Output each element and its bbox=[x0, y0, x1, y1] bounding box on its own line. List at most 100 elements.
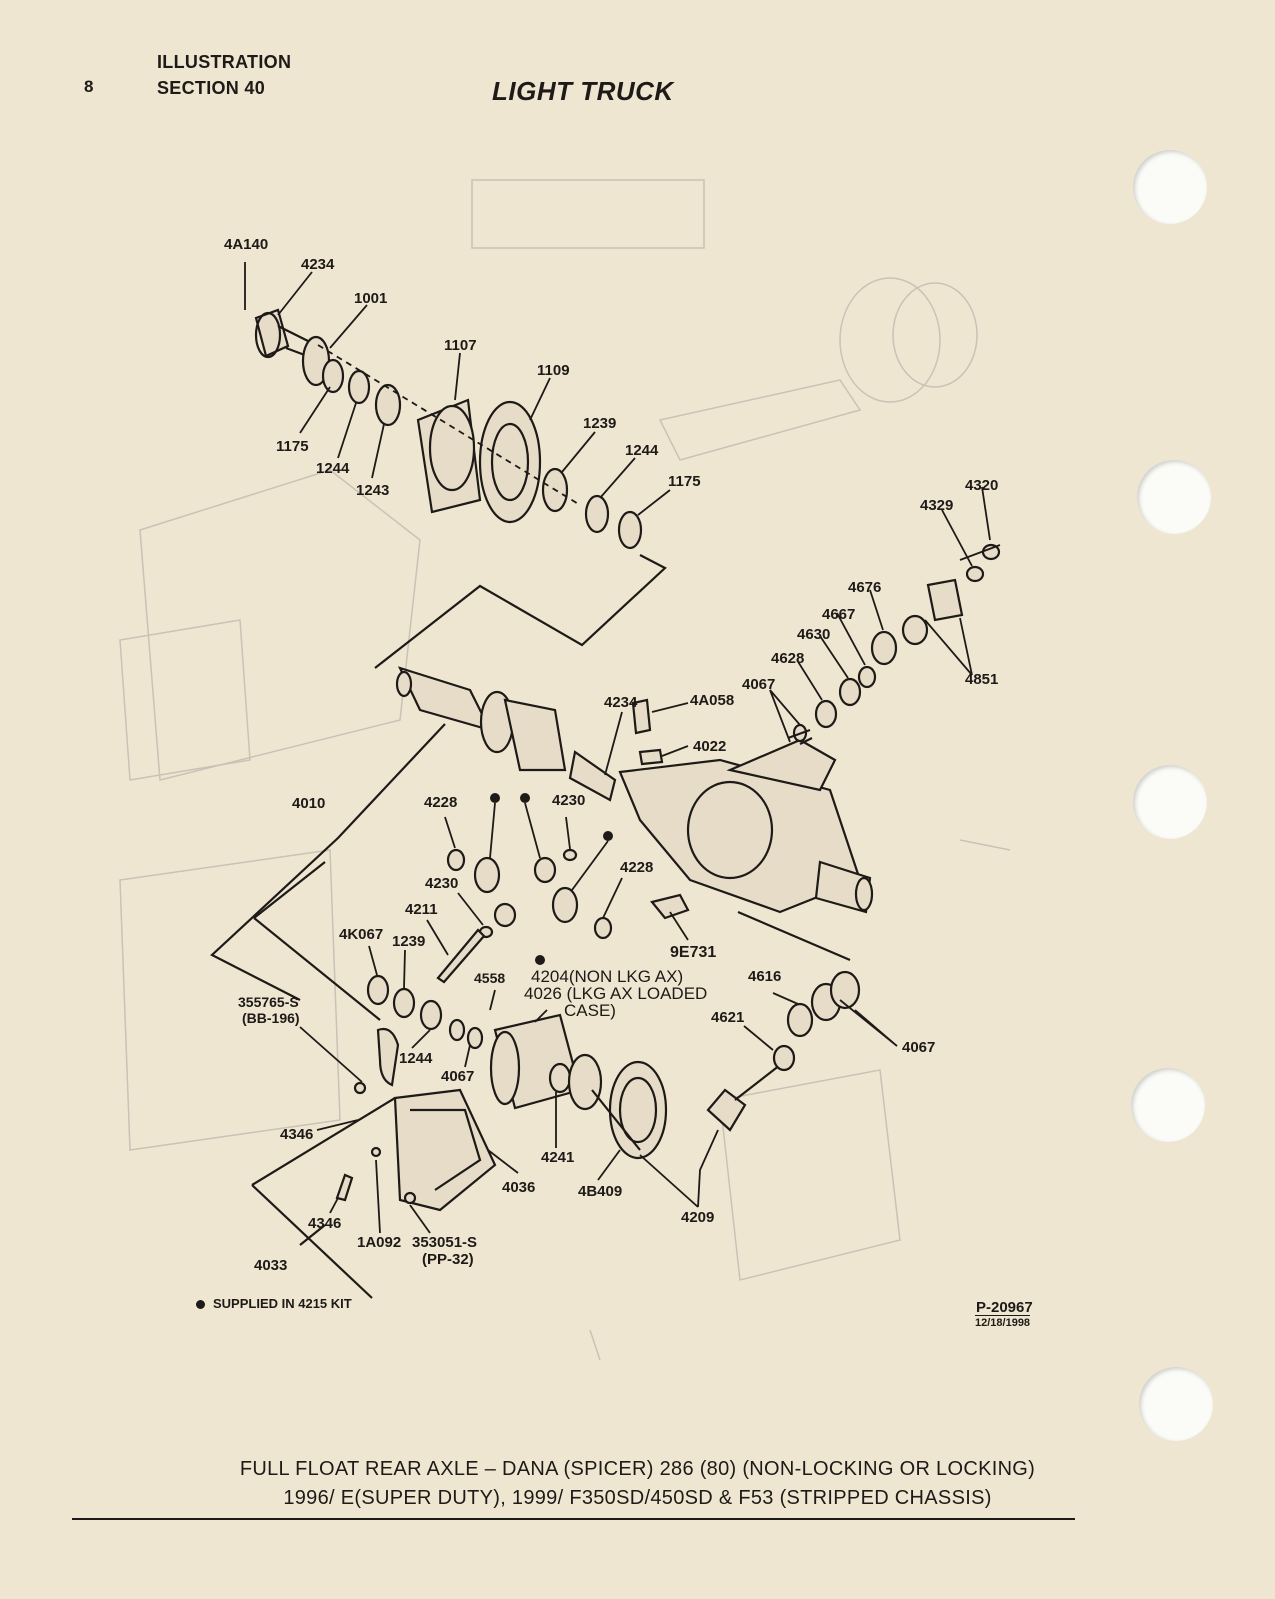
lock-9E731 bbox=[650, 893, 690, 920]
callout-4067-top: 4067 bbox=[742, 676, 775, 693]
callout-4628: 4628 bbox=[771, 650, 804, 667]
callout-4616: 4616 bbox=[748, 968, 781, 985]
caption-line2: 1996/ E(SUPER DUTY), 1999/ F350SD/450SD … bbox=[283, 1487, 992, 1509]
washer-4329 bbox=[965, 565, 985, 583]
leader-lines bbox=[244, 262, 991, 1234]
page-number: 8 bbox=[84, 77, 94, 96]
differential-gears bbox=[436, 793, 690, 984]
callout-1A092: 1A092 bbox=[357, 1234, 401, 1251]
callout-4329: 4329 bbox=[920, 497, 953, 514]
callout-1239-low: 1239 bbox=[392, 933, 425, 950]
callout-1244-left: 1244 bbox=[316, 460, 350, 477]
callout-353051-line1: 353051-S bbox=[412, 1234, 477, 1251]
callout-355765-line2: (BB-196) bbox=[242, 1010, 300, 1026]
callout-4851: 4851 bbox=[965, 671, 998, 688]
callout-4209: 4209 bbox=[681, 1209, 714, 1226]
bearing-4630 bbox=[838, 677, 862, 707]
axle-housing bbox=[395, 666, 874, 914]
callout-4A140: 4A140 bbox=[224, 236, 268, 253]
deflector-4676 bbox=[870, 630, 898, 666]
bearing-1244-outer bbox=[584, 494, 610, 534]
caption-rule bbox=[72, 1518, 1075, 1520]
bearing-4621 bbox=[772, 1044, 796, 1072]
callout-4230-mid: 4230 bbox=[425, 875, 458, 892]
callout-4228-right: 4228 bbox=[620, 859, 653, 876]
callout-labels: 4A140 4234 1001 1107 1109 1175 1244 1243… bbox=[224, 236, 998, 1274]
assembly-brackets bbox=[210, 554, 851, 1299]
callout-355765-line1: 355765-S bbox=[238, 994, 299, 1010]
pinion-shaft-4211 bbox=[436, 928, 486, 984]
carrier-assembly bbox=[335, 970, 861, 1212]
seal-1175-outer bbox=[617, 510, 643, 550]
bearing-1244 bbox=[347, 369, 371, 405]
callout-4630: 4630 bbox=[797, 626, 830, 643]
washer-4230-top bbox=[562, 848, 578, 862]
shim-4067-a bbox=[448, 1018, 466, 1042]
callout-4026-line1: 4026 (LKG AX LOADED bbox=[524, 984, 707, 1003]
washer-4228-right bbox=[593, 916, 613, 940]
callout-1175-right: 1175 bbox=[668, 473, 701, 490]
callout-4036: 4036 bbox=[502, 1179, 535, 1196]
caption-line1: FULL FLOAT REAR AXLE – DANA (SPICER) 286… bbox=[239, 1458, 1036, 1480]
callout-4033: 4033 bbox=[254, 1257, 287, 1274]
callout-353051-line2: (PP-32) bbox=[422, 1251, 474, 1268]
callout-1244-mid: 1244 bbox=[625, 442, 659, 459]
callout-1109: 1109 bbox=[537, 362, 570, 379]
bearing-1244-lower bbox=[419, 999, 443, 1031]
bleed-through-artwork bbox=[119, 179, 1011, 1361]
spacer-4628 bbox=[814, 699, 838, 729]
seal-4667 bbox=[857, 665, 877, 689]
shim-4K067 bbox=[366, 974, 390, 1006]
callout-4346-top: 4346 bbox=[280, 1126, 313, 1143]
cap-4022 bbox=[638, 748, 664, 766]
bearing-cap bbox=[376, 1027, 400, 1087]
shim-4067-b bbox=[466, 1026, 484, 1050]
callout-4010: 4010 bbox=[292, 795, 325, 812]
spindle bbox=[397, 666, 493, 732]
callout-4241: 4241 bbox=[541, 1149, 574, 1166]
binder-hole-3 bbox=[1133, 765, 1207, 839]
binder-hole-2 bbox=[1137, 460, 1211, 534]
callout-4204: 4204(NON LKG AX) bbox=[531, 967, 683, 986]
callout-4A058: 4A058 bbox=[690, 692, 734, 709]
callout-4667: 4667 bbox=[822, 606, 855, 623]
pinion-gear-lower bbox=[493, 902, 517, 928]
drawing-date: 12/18/1998 bbox=[975, 1315, 1031, 1329]
callout-4026-line2: CASE) bbox=[564, 1001, 616, 1020]
pinion-gear-top bbox=[533, 856, 557, 884]
callout-4621: 4621 bbox=[711, 1009, 744, 1026]
hub-assembly bbox=[254, 308, 643, 550]
side-gear-right bbox=[551, 886, 579, 924]
washer-4228-left bbox=[446, 848, 466, 872]
bolt-4241 bbox=[548, 1062, 572, 1094]
callout-1001: 1001 bbox=[354, 290, 387, 307]
callout-9E731: 9E731 bbox=[670, 944, 716, 961]
callout-4B409: 4B409 bbox=[578, 1183, 622, 1200]
shim-4067-d bbox=[829, 970, 861, 1010]
callout-4558: 4558 bbox=[474, 970, 505, 986]
callout-4230-top: 4230 bbox=[552, 792, 585, 809]
kit-note: SUPPLIED IN 4215 KIT bbox=[196, 1296, 352, 1311]
callout-4234-mid: 4234 bbox=[604, 694, 638, 711]
page-title: LIGHT TRUCK bbox=[492, 76, 674, 106]
callout-4234-top: 4234 bbox=[301, 256, 335, 273]
callout-4K067: 4K067 bbox=[339, 926, 383, 943]
callout-4320: 4320 bbox=[965, 477, 998, 494]
breather-4A058 bbox=[631, 698, 652, 735]
cup-1239-lower bbox=[392, 987, 416, 1019]
side-gear-left bbox=[473, 856, 501, 894]
pinion-seal-stack bbox=[787, 543, 1001, 745]
section-label-line2: SECTION 40 bbox=[157, 78, 266, 98]
callout-4067-right: 4067 bbox=[902, 1039, 935, 1056]
ring-gear-4B409 bbox=[608, 1060, 668, 1160]
callout-1243: 1243 bbox=[356, 482, 389, 499]
binder-hole-5 bbox=[1139, 1367, 1213, 1441]
spacer-4616 bbox=[786, 1002, 814, 1038]
binder-hole-4 bbox=[1131, 1068, 1205, 1142]
callout-1239-top: 1239 bbox=[583, 415, 616, 432]
binder-hole-1 bbox=[1133, 150, 1207, 224]
callout-4022: 4022 bbox=[693, 738, 726, 755]
callout-4211: 4211 bbox=[405, 901, 438, 918]
callout-4067-low: 4067 bbox=[441, 1068, 474, 1085]
section-label-line1: ILLUSTRATION bbox=[157, 52, 292, 72]
